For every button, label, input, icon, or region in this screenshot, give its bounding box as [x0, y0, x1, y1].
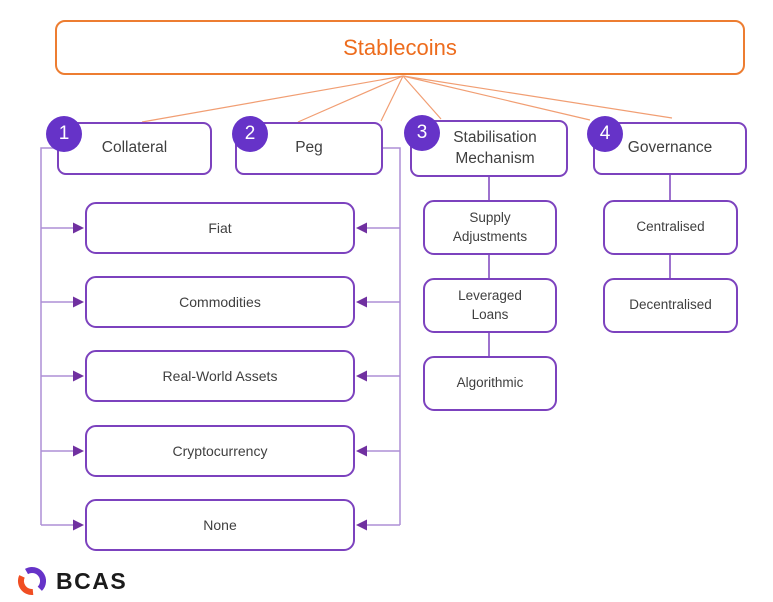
badge-4-number: 4: [599, 123, 611, 144]
child-node-algorithmic: Algorithmic: [423, 356, 557, 411]
badge-2-number: 2: [244, 123, 256, 144]
branch-number-badge-4: 4: [587, 116, 623, 152]
branch-collateral-label: Collateral: [101, 139, 168, 157]
child-cryptocurrency-label: Cryptocurrency: [172, 442, 268, 459]
child-node-none: None: [85, 499, 355, 551]
child-real-world-assets-label: Real-World Assets: [162, 367, 278, 384]
child-algorithmic-label: Algorithmic: [456, 375, 524, 391]
child-commodities-label: Commodities: [179, 293, 261, 310]
bcas-logo-icon: [17, 567, 47, 596]
child-node-commodities: Commodities: [85, 276, 355, 328]
child-node-supply-adjustments: Supply Adjustments: [423, 200, 557, 255]
branch-node-collateral: Collateral: [57, 122, 212, 175]
child-decentralised-label: Decentralised: [629, 297, 712, 313]
child-centralised-label: Centralised: [636, 219, 705, 235]
branch-stabilisation-label: Stabilisation Mechanism: [453, 129, 537, 167]
branch-node-governance: Governance: [593, 122, 747, 175]
bcas-logo: BCAS: [14, 563, 127, 599]
child-node-cryptocurrency: Cryptocurrency: [85, 425, 355, 477]
branch-number-badge-3: 3: [404, 115, 440, 151]
child-node-centralised: Centralised: [603, 200, 738, 255]
child-leveraged-loans-label: Leveraged Loans: [458, 288, 522, 322]
branch-governance-label: Governance: [627, 139, 713, 157]
branch-number-badge-2: 2: [232, 116, 268, 152]
child-node-leveraged-loans: Leveraged Loans: [423, 278, 557, 333]
child-node-real-world-assets: Real-World Assets: [85, 350, 355, 402]
child-none-label: None: [203, 516, 237, 533]
child-supply-adjustments-label: Supply Adjustments: [452, 210, 528, 244]
root-label: Stablecoins: [343, 34, 457, 60]
bcas-logo-text: BCAS: [56, 567, 128, 594]
peg-arrowheads: [356, 222, 367, 531]
root-node-stablecoins: Stablecoins: [55, 20, 745, 75]
peg-rail: [367, 147, 401, 526]
child-node-fiat: Fiat: [85, 202, 355, 254]
branch-number-badge-1: 1: [46, 116, 82, 152]
branch-peg-label: Peg: [295, 139, 323, 157]
badge-1-number: 1: [58, 123, 70, 144]
collateral-arrowheads: [73, 222, 84, 531]
child-fiat-label: Fiat: [208, 219, 232, 236]
child-node-decentralised: Decentralised: [603, 278, 738, 333]
badge-3-number: 3: [416, 122, 428, 143]
collateral-rail: [40, 147, 74, 526]
root-fan-lines: [141, 75, 673, 123]
